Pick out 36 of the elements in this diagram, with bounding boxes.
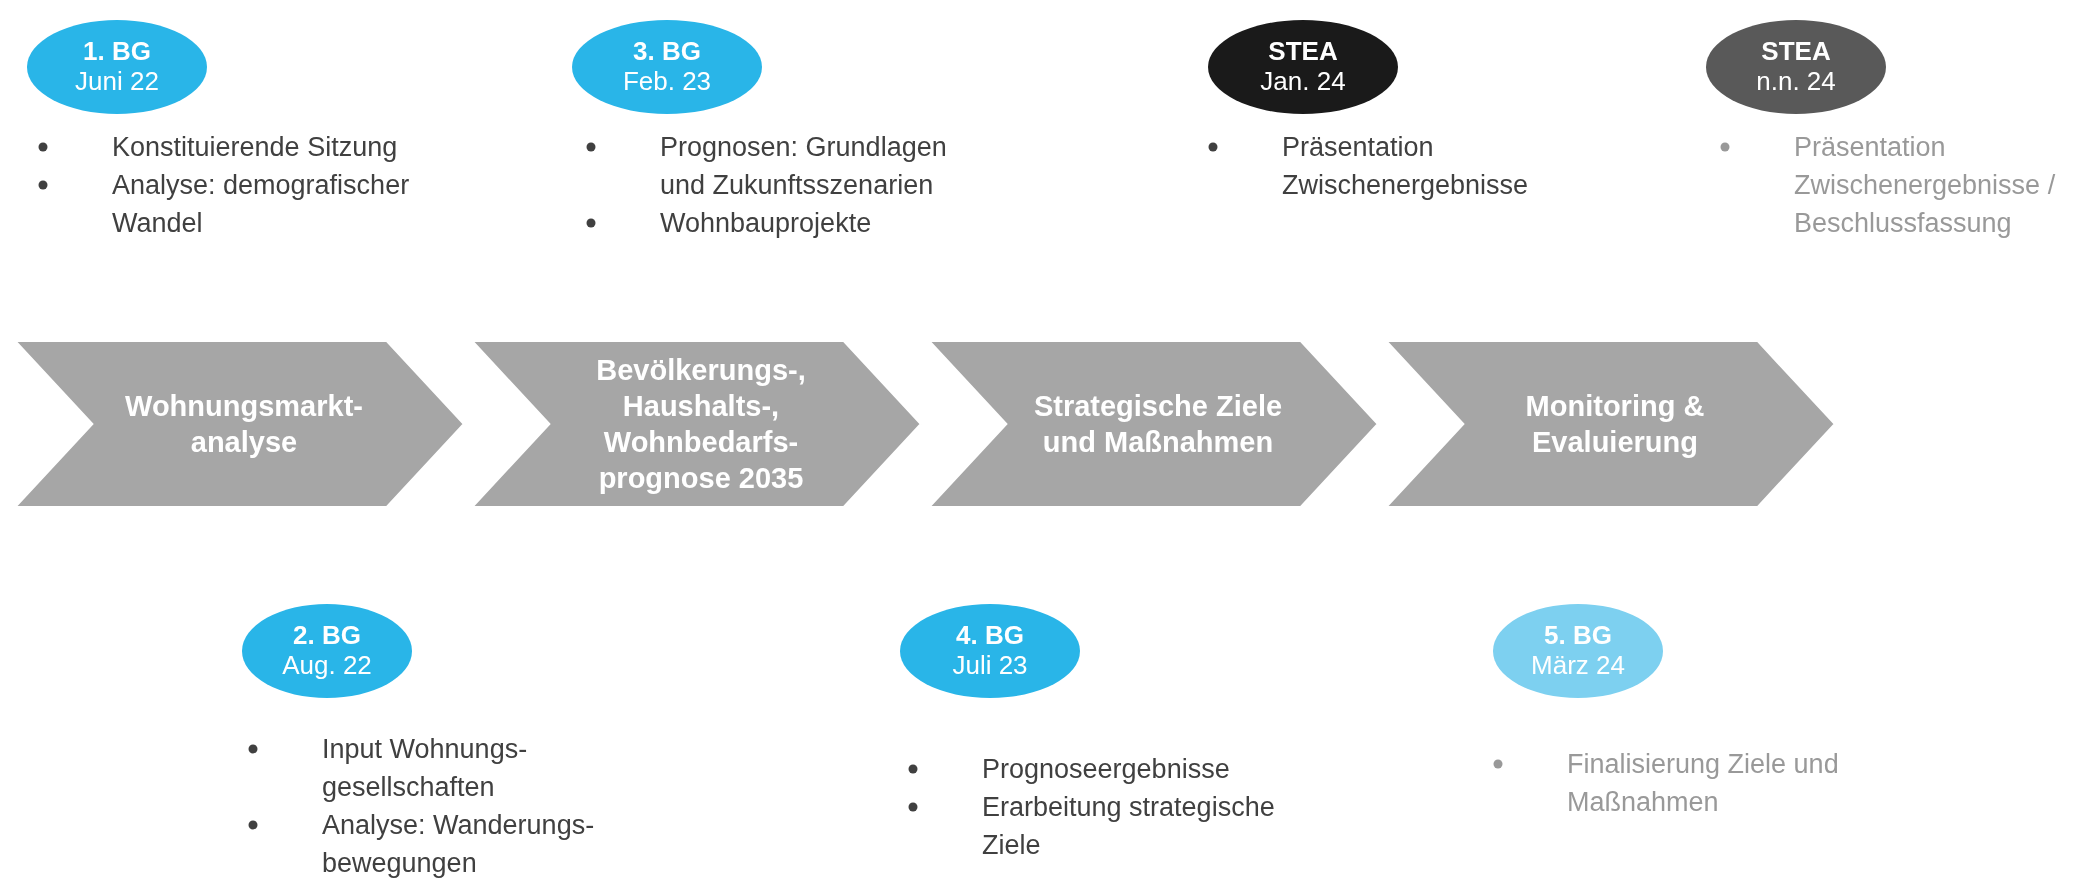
bullet-text: Prognosen: Grundlagen und Zukunftsszenarien [660,132,947,200]
milestone-ellipse [1493,604,1663,698]
phase-title: Wohnungsmarkt-analyse [124,389,364,460]
milestone-title: STEA [1268,37,1338,67]
phase-title: Strategische Ziele und Maßnahmen [1032,389,1284,460]
milestone-date: Feb. 23 [622,67,712,97]
milestone-date: Juli 23 [952,651,1028,681]
bullet-text: Finalisierung Ziele und Maßnahmen [1567,749,1839,817]
milestone-ellipse [242,604,412,698]
milestone-title: 2. BG [293,621,361,651]
bullet-text: Wohnbauprojekte [660,208,872,238]
milestone-date: Aug. 22 [282,651,372,681]
bullet-text: Konstituierende Sitzung [112,132,398,162]
bullet-text: Analyse: Wanderungs-bewegungen [322,810,595,878]
milestone-title: 5. BG [1544,621,1612,651]
milestone-title: 4. BG [956,621,1024,651]
bullet-text: Prognoseergebnisse [982,754,1230,784]
milestone-ellipse [1208,20,1398,114]
phase-title: Monitoring & Evaluierung [1524,389,1706,460]
bullet-text: Präsentation Zwischenergebnisse / Beschlussfassung [1794,132,2056,238]
milestone-title: 3. BG [633,37,701,67]
bullet-text: Input Wohnungs-gesellschaften [322,734,528,802]
milestone-ellipse [900,604,1080,698]
phase-title: Bevölkerungs-, Haushalts-, Wohnbedarfs-prognose 2035 [595,353,807,496]
bullet-text: Präsentation Zwischenergebnisse [1282,132,1529,200]
milestone-ellipse [27,20,207,114]
milestone-date: n.n. 24 [1756,67,1836,97]
milestone-date: Juni 22 [75,67,159,97]
milestone-ellipse [572,20,762,114]
bullet-text: Erarbeitung strategische Ziele [982,792,1275,860]
milestone-title: 1. BG [83,37,151,67]
milestone-title: STEA [1761,37,1831,67]
bullet-text: Analyse: demografischer Wandel [112,170,410,238]
milestone-ellipse [1706,20,1886,114]
milestone-date: Jan. 24 [1260,67,1346,97]
milestone-date: März 24 [1531,651,1625,681]
